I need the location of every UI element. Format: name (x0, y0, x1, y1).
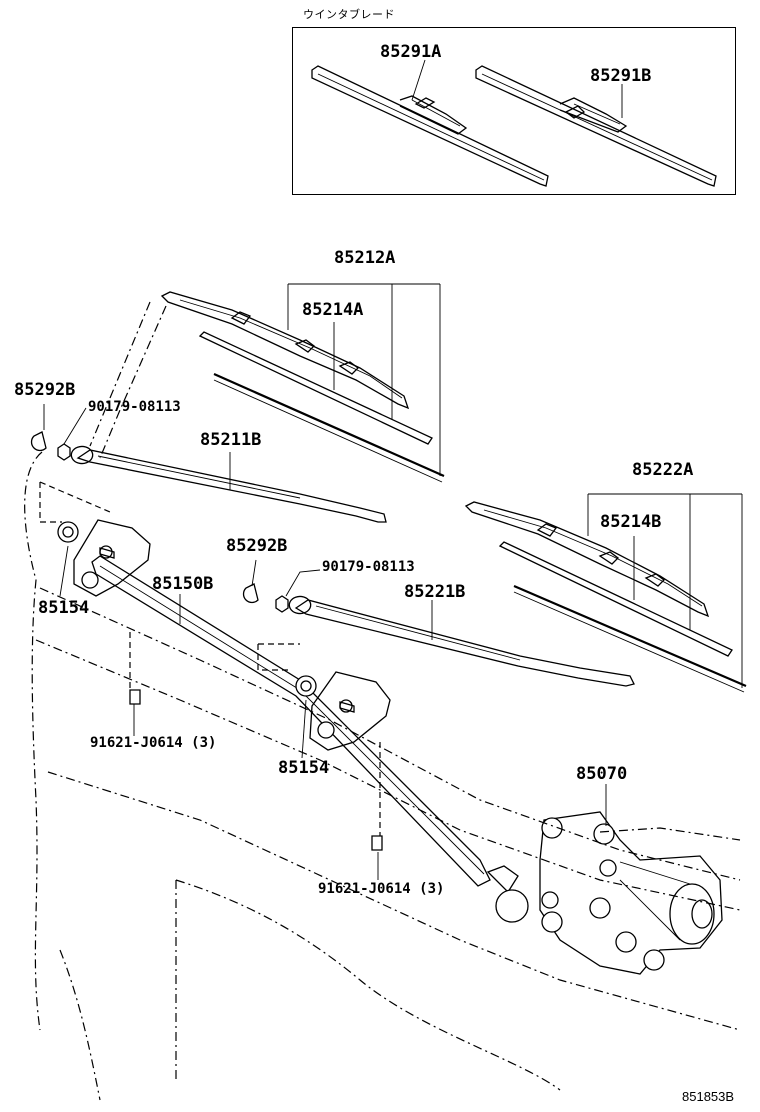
leader-85154-left (59, 545, 69, 597)
pivot-bracket-left (57, 519, 151, 597)
label-85070: 85070 (576, 764, 628, 784)
label-85214b: 85214B (600, 512, 662, 532)
blade-assembly-b (464, 501, 747, 693)
label-90179-left: 90179-08113 (88, 399, 181, 415)
leader-85154-mid (301, 699, 307, 759)
label-90179-mid: 90179-08113 (322, 559, 415, 575)
label-85150b: 85150B (152, 574, 214, 594)
nut-90179-mid (275, 595, 289, 613)
label-91621-left: 91621-J0614 (3) (90, 735, 217, 751)
label-85291a: 85291A (380, 42, 442, 62)
wiper-arm-85221b (288, 595, 635, 687)
vehicle-body-outline (24, 451, 741, 1101)
label-91621-mid: 91621-J0614 (3) (318, 881, 445, 897)
bolt-91621-left (129, 689, 141, 705)
wiper-arm-85211b (70, 445, 387, 523)
winter-blade-b-drawing (475, 65, 717, 187)
label-85212a: 85212A (334, 248, 396, 268)
leader-90179-left (63, 407, 87, 445)
bolt-91621-mid (371, 835, 383, 851)
label-85292b-mid: 85292B (226, 536, 288, 556)
inset-title: ウインタブレード (303, 8, 395, 21)
winter-blade-inset-box (292, 27, 736, 195)
bracket-85222A (587, 493, 743, 688)
label-85154-mid: 85154 (278, 758, 330, 778)
cap-85292b-left (30, 431, 47, 452)
drawing-number: 851853B (682, 1089, 735, 1104)
label-85292b-left: 85292B (14, 380, 76, 400)
winter-blade-a-drawing (311, 65, 549, 187)
wiper-motor-85070 (539, 811, 723, 975)
bracket-85212A (287, 283, 441, 476)
label-85222a: 85222A (632, 460, 694, 480)
nut-90179-left (57, 443, 71, 461)
label-85291b: 85291B (590, 66, 652, 86)
label-85214a: 85214A (302, 300, 364, 320)
pivot-bracket-mid (295, 671, 391, 751)
label-85154-left: 85154 (38, 598, 90, 618)
leader-85292B-mid (251, 559, 257, 587)
label-85221b: 85221B (404, 582, 466, 602)
label-85211b: 85211B (200, 430, 262, 450)
leader-90179-mid (285, 569, 321, 597)
leader-85291A (411, 59, 426, 101)
cap-85292b-mid (242, 583, 259, 604)
blade-assembly-a (160, 291, 445, 483)
